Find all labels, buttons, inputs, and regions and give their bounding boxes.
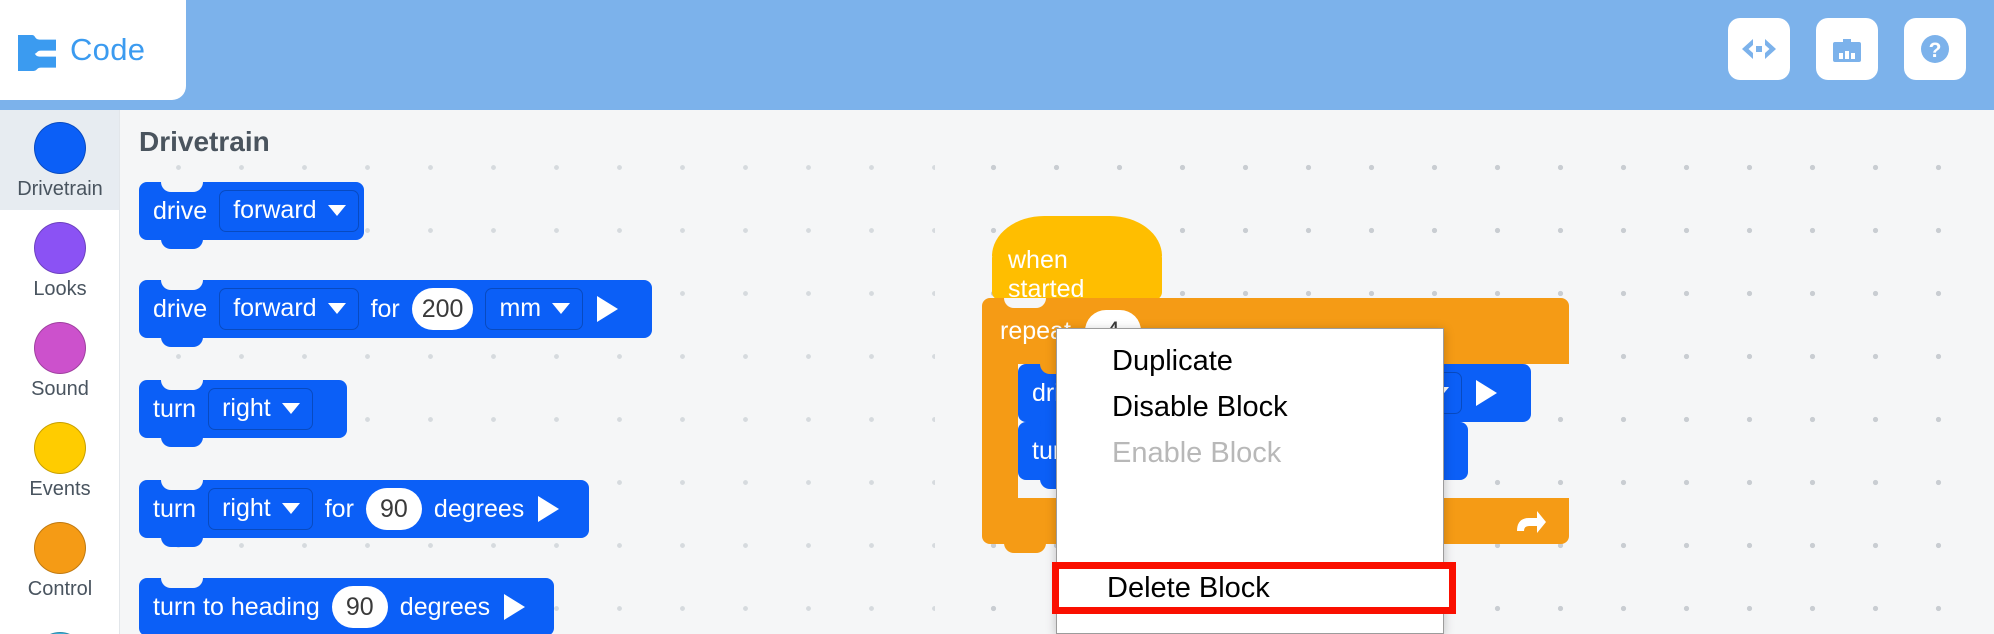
sidebar-item-label: Events <box>29 477 91 500</box>
block-label: turn <box>153 494 197 523</box>
chevron-down-icon <box>281 403 300 414</box>
sidebar-item-events[interactable]: Events <box>0 410 119 510</box>
context-menu-item-duplicate[interactable]: Duplicate <box>1112 344 1233 377</box>
app-header: Code ? <box>0 0 1994 110</box>
block-label: drive <box>153 196 208 225</box>
sound-color-dot <box>34 321 86 374</box>
run-block-icon[interactable] <box>1476 380 1498 406</box>
palette-turn-direction-block[interactable]: turn right <box>139 380 347 447</box>
palette-title: Drivetrain <box>139 126 270 157</box>
block-notch-bottom <box>161 537 203 547</box>
question-mark-icon: ? <box>1921 35 1949 63</box>
block-palette[interactable]: Drivetrain drive forward drive forward f… <box>121 110 935 634</box>
block-label: when started <box>1008 246 1085 303</box>
svg-text:?: ? <box>1929 39 1942 62</box>
block-label: degrees <box>399 592 491 621</box>
block-label: for <box>324 494 354 523</box>
block-notch-bottom <box>161 337 203 347</box>
sidebar-item-label: Drivetrain <box>17 177 103 200</box>
context-menu-item-label: Delete Block <box>1107 571 1270 604</box>
robot-config-button[interactable] <box>1816 18 1878 80</box>
control-color-dot <box>34 521 86 574</box>
palette-drive-direction-block[interactable]: drive forward <box>139 182 364 249</box>
run-block-icon[interactable] <box>597 296 619 322</box>
chevron-down-icon <box>281 503 300 514</box>
block-label: degrees <box>433 494 525 523</box>
category-sidebar: Drivetrain Looks Sound Events Control <box>0 110 120 634</box>
heading-input[interactable]: 90 <box>331 586 388 628</box>
looks-color-dot <box>34 221 86 274</box>
run-block-icon[interactable] <box>504 594 526 620</box>
block-label: turn <box>153 394 197 423</box>
run-block-icon[interactable] <box>538 496 560 522</box>
block-notch-top <box>161 182 203 192</box>
degrees-input[interactable]: 90 <box>365 488 422 530</box>
sidebar-item-label: Sound <box>31 377 89 400</box>
hat-curve <box>992 216 1162 256</box>
block-notch-bottom <box>161 437 203 447</box>
dropdown-value: forward <box>233 196 317 224</box>
sidebar-item-label: Control <box>27 577 93 600</box>
block-notch-top <box>161 480 203 490</box>
code-blocks-icon <box>14 27 60 73</box>
palette-turn-to-heading-block[interactable]: turn to heading 90 degrees <box>139 578 554 634</box>
context-menu-item-disable-block[interactable]: Disable Block <box>1112 390 1288 423</box>
block-label: for <box>370 294 400 323</box>
code-tab-label: Code <box>70 32 146 67</box>
context-menu-item-enable-block: Enable Block <box>1112 436 1282 469</box>
direction-dropdown[interactable]: right <box>208 488 313 530</box>
dropdown-value: mm <box>499 294 542 322</box>
sidebar-item-label: Looks <box>33 277 87 300</box>
sidebar-item-looks[interactable]: Looks <box>0 210 119 310</box>
when-started-block[interactable]: when started <box>992 216 1162 309</box>
block-notch-top <box>1004 298 1046 308</box>
repeat-block-arm <box>982 364 1018 498</box>
drivetrain-color-dot <box>34 121 86 174</box>
block-workspace[interactable]: when started repeat 4 drive forward for … <box>936 110 1994 634</box>
events-color-dot <box>34 421 86 474</box>
block-notch-bottom <box>161 239 203 249</box>
block-notch-bottom <box>1004 543 1046 553</box>
block-notch-top <box>161 380 203 390</box>
loop-arrow-icon <box>1517 511 1546 533</box>
dropdown-value: forward <box>233 294 317 322</box>
direction-dropdown[interactable]: forward <box>219 288 359 330</box>
direction-dropdown[interactable]: right <box>208 388 313 430</box>
dropdown-value: right <box>222 494 271 522</box>
chevron-down-icon <box>327 303 346 314</box>
dropdown-value: right <box>222 394 271 422</box>
robot-icon <box>1833 39 1861 62</box>
sidebar-item-sensing[interactable] <box>0 610 119 634</box>
context-menu-item-delete-block[interactable]: Delete Block <box>1052 562 1456 614</box>
angle-brackets-icon <box>1742 39 1776 59</box>
sidebar-item-sound[interactable]: Sound <box>0 310 119 410</box>
palette-drive-for-distance-block[interactable]: drive forward for 200 mm <box>139 280 652 347</box>
block-label: drive <box>153 294 208 323</box>
unit-dropdown[interactable]: mm <box>485 288 584 330</box>
direction-dropdown[interactable]: forward <box>219 190 359 232</box>
header-actions: ? <box>1728 18 1966 80</box>
chevron-down-icon <box>327 205 346 216</box>
help-button[interactable]: ? <box>1904 18 1966 80</box>
sidebar-item-drivetrain[interactable]: Drivetrain <box>0 110 119 210</box>
block-label: turn to heading <box>153 592 320 621</box>
distance-input[interactable]: 200 <box>411 288 474 330</box>
view-code-button[interactable] <box>1728 18 1790 80</box>
sidebar-item-control[interactable]: Control <box>0 510 119 610</box>
code-tab[interactable]: Code <box>0 0 186 100</box>
chevron-down-icon <box>552 303 571 314</box>
block-notch-top <box>161 578 203 588</box>
palette-turn-for-degrees-block[interactable]: turn right for 90 degrees <box>139 480 589 547</box>
block-notch-top <box>161 280 203 290</box>
